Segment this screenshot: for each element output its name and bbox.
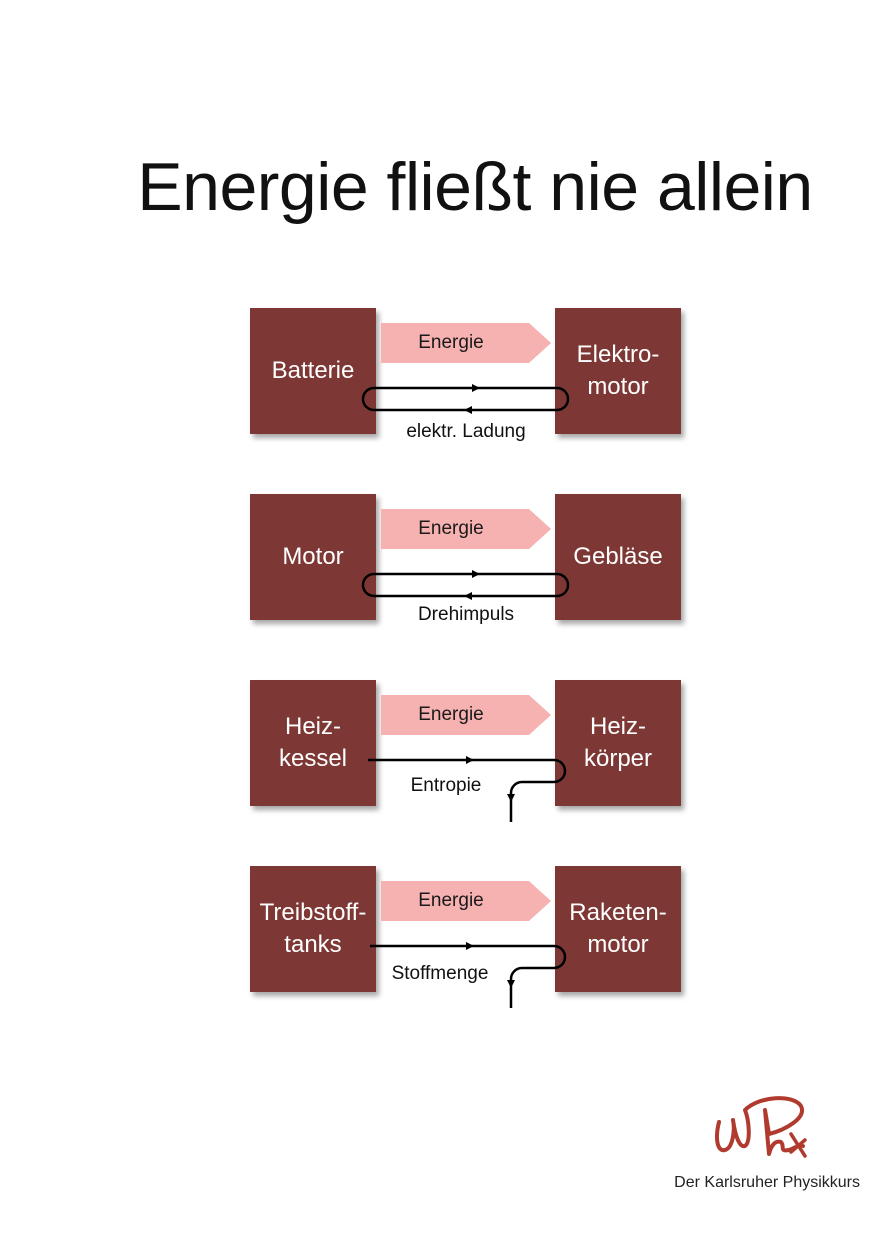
flow-row-heating: Heiz- kessel Heiz- körper Energie Entrop…: [0, 680, 890, 860]
target-box-label: Elektro- motor: [576, 341, 660, 400]
energy-arrow-icon: [381, 695, 551, 735]
carrier-exit-diagram: [368, 756, 567, 822]
source-box-label: Treibstoff- tanks: [259, 899, 367, 958]
target-box: Elektro- motor: [555, 308, 681, 434]
carrier-label: elektr. Ladung: [406, 421, 526, 442]
carrier-loop-path: [361, 572, 570, 598]
energy-arrow-shape: [381, 509, 551, 549]
forward-arrowhead-icon: [472, 570, 480, 578]
energy-label: Energie: [418, 518, 484, 539]
target-box: Heiz- körper: [555, 680, 681, 806]
flow-row-rocket: Treibstoff- tanks Raketen- motor Energie…: [0, 866, 890, 1046]
energy-label: Energie: [418, 890, 484, 911]
energy-arrow-shape: [381, 881, 551, 921]
exit-arrowhead-icon: [507, 980, 515, 988]
target-box: Gebläse: [555, 494, 681, 620]
logo-stroke-accent: [789, 1132, 807, 1158]
energy-arrow-icon: [381, 323, 551, 363]
footer-text: Der Karlsruher Physikkurs: [674, 1174, 860, 1191]
energy-arrow-shape: [381, 323, 551, 363]
signature-logo-icon: [715, 1096, 807, 1158]
energy-arrow-icon: [381, 881, 551, 921]
logo-stroke-main: [715, 1096, 805, 1156]
energy-label: Energie: [418, 704, 484, 725]
source-box-label: Motor: [282, 543, 344, 570]
source-box: Batterie: [250, 308, 376, 434]
energy-label: Energie: [418, 332, 484, 353]
carrier-exit-path: [370, 944, 567, 1008]
carrier-label: Stoffmenge: [391, 963, 489, 984]
target-box-label: Gebläse: [573, 543, 663, 570]
source-box: Heiz- kessel: [250, 680, 376, 806]
carrier-label: Drehimpuls: [417, 604, 515, 625]
carrier-loop-diagram: [361, 570, 570, 600]
exit-arrowhead-icon: [507, 794, 515, 802]
forward-arrowhead-icon: [466, 756, 474, 764]
forward-arrowhead-icon: [472, 384, 480, 392]
energy-arrow-icon: [381, 509, 551, 549]
forward-arrowhead-icon: [466, 942, 474, 950]
target-box-label: Raketen- motor: [569, 899, 667, 958]
flow-row-motor: Motor Gebläse Energie Drehimpuls: [0, 494, 890, 674]
carrier-loop-path: [361, 386, 570, 412]
source-box-label: Batterie: [271, 357, 355, 384]
source-box-label: Heiz- kessel: [278, 713, 348, 772]
source-box: Treibstoff- tanks: [250, 866, 376, 992]
carrier-exit-diagram: [370, 942, 567, 1008]
energy-arrow-shape: [381, 695, 551, 735]
source-box: Motor: [250, 494, 376, 620]
carrier-label: Entropie: [410, 775, 482, 796]
return-arrowhead-icon: [464, 406, 472, 414]
flow-row-battery: Batterie Elektro- motor Energie elektr. …: [0, 308, 890, 488]
page-title: Energie fließt nie allein: [137, 149, 813, 225]
carrier-loop-diagram: [361, 384, 570, 414]
target-box-label: Heiz- körper: [583, 713, 653, 772]
return-arrowhead-icon: [464, 592, 472, 600]
target-box: Raketen- motor: [555, 866, 681, 992]
carrier-exit-path: [368, 758, 567, 822]
